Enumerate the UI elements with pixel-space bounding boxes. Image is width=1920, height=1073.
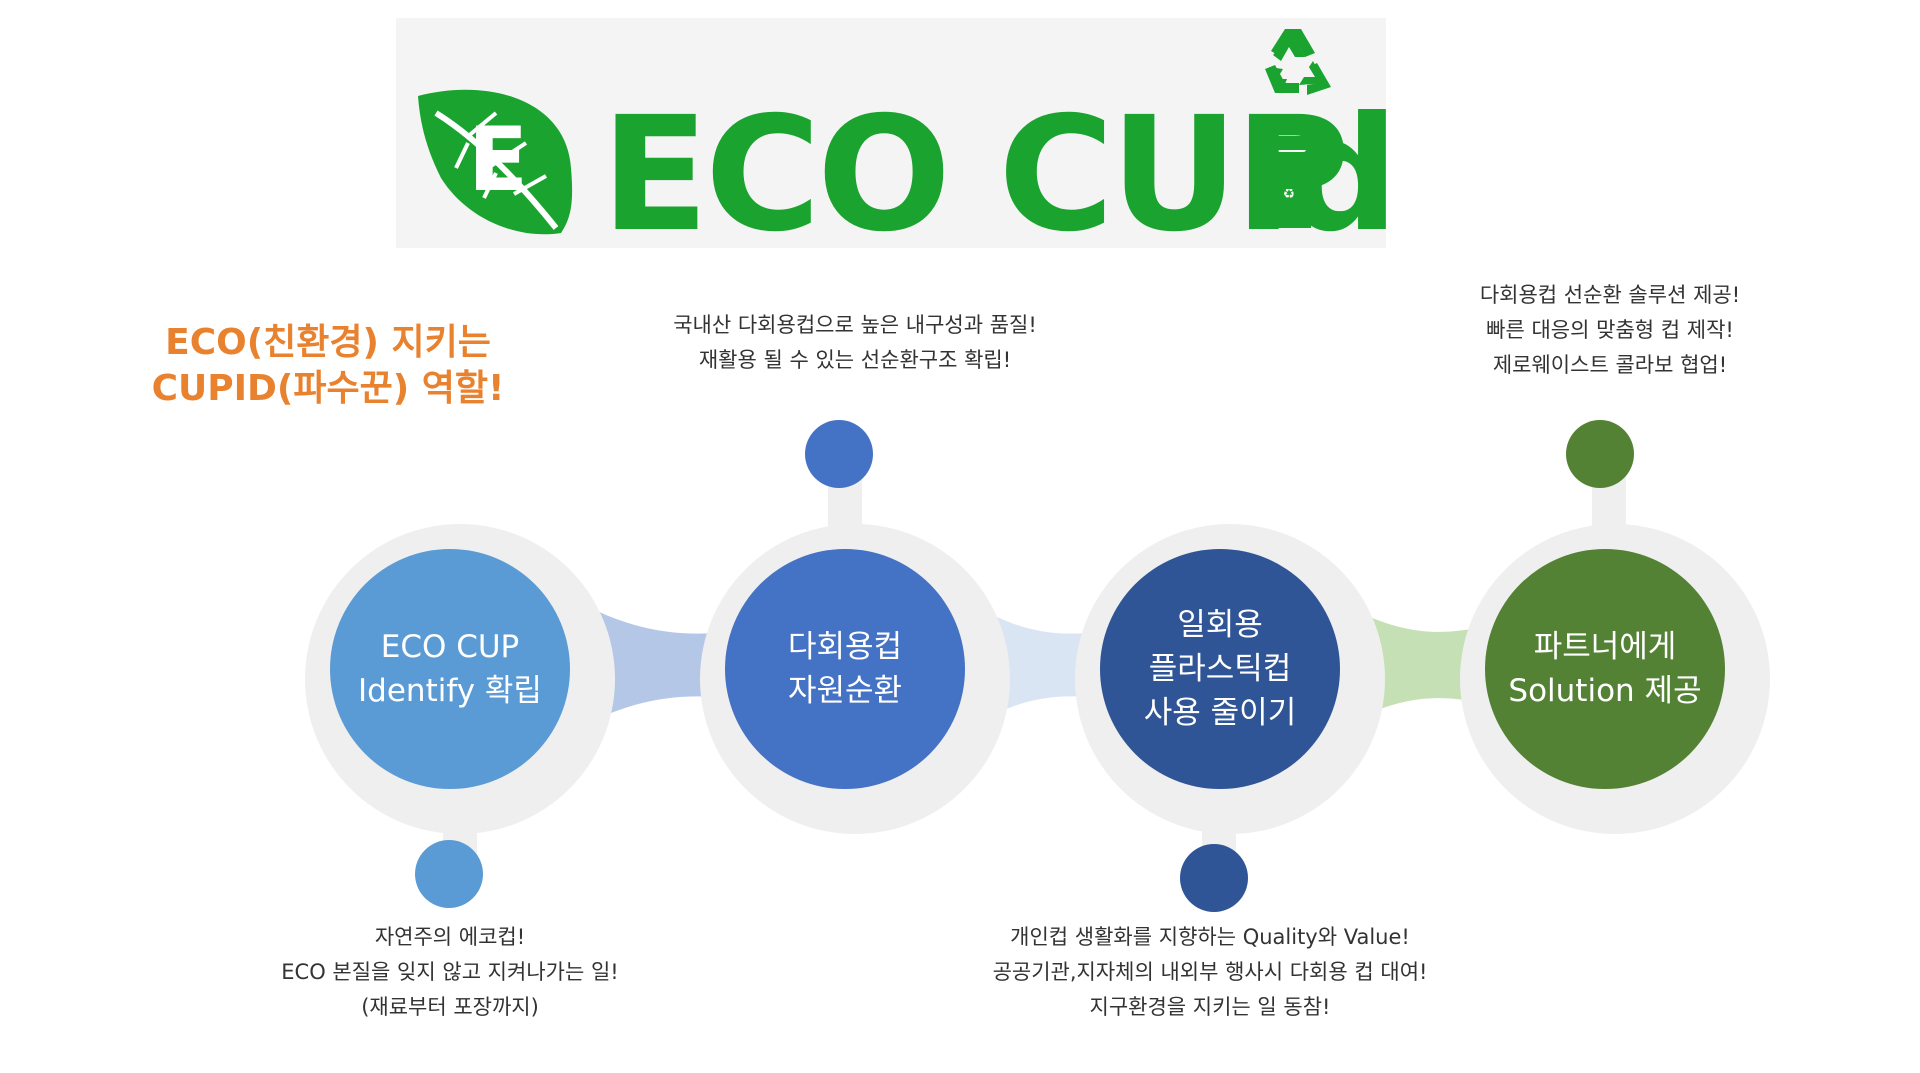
step-1-title-line-2: Identify 확립 [358,673,542,709]
step-4-desc-line-1: 다회용컵 선순환 솔루션 제공! [1479,283,1741,307]
step-3-dot [1180,844,1248,912]
step-4-description: 다회용컵 선순환 솔루션 제공! 빠른 대응의 맞춤형 컵 제작! 제로웨이스트… [1400,278,1820,383]
step-3-circle: 일회용 플라스틱컵 사용 줄이기 [1100,549,1340,789]
step-2-title-line-2: 자원순환 [787,673,903,709]
step-1-description: 자연주의 에코컵! ECO 본질을 잊지 않고 지켜나가는 일! (재료부터 포… [210,920,690,1025]
slogan-line-2: CUPID(파수꾼) 역할! [151,368,505,409]
step-3-description: 개인컵 생활화를 지향하는 Quality와 Value! 공공기관,지자체의 … [940,920,1480,1025]
svg-text:♻: ♻ [1283,186,1296,202]
step-4-desc-line-3: 제로웨이스트 콜라보 협업! [1492,353,1728,377]
logo-graphics: ♻ [418,29,1331,235]
step-2-circle: 다회용컵 자원순환 [725,549,965,789]
step-3-title-line-1: 일회용 [1177,607,1263,643]
brand-name-tail: d [1286,83,1400,267]
step-3-desc-line-1: 개인컵 생활화를 지향하는 Quality와 Value! [1010,925,1410,949]
step-1-desc-line-1: 자연주의 에코컵! [374,925,526,949]
step-4-title-line-1: 파트너에게 [1533,629,1677,665]
step-2-description: 국내산 다회용컵으로 높은 내구성과 품질! 재활용 될 수 있는 선순환구조 … [595,308,1115,378]
step-4-desc-line-2: 빠른 대응의 맞춤형 컵 제작! [1486,318,1734,342]
step-4-circle: 파트너에게 Solution 제공 [1485,549,1725,789]
recycle-icon [1261,29,1331,95]
step-2-title-line-1: 다회용컵 [787,629,903,665]
step-3-title-line-3: 사용 줄이기 [1143,695,1297,731]
step-1-circle: ECO CUP Identify 확립 [330,549,570,789]
step-1-desc-line-3: (재료부터 포장까지) [361,995,539,1019]
logo-banner: ♻ E ECO CUP d [396,18,1399,254]
step-2-desc-line-1: 국내산 다회용컵으로 높은 내구성과 품질! [673,313,1037,337]
cup-icon: ♻ [1256,136,1322,228]
step-2-dot [805,420,873,488]
slogan-line-1: ECO(친환경) 지키는 [165,322,491,363]
step-3-title-line-2: 플라스틱컵 [1148,651,1292,687]
step-1-desc-line-2: ECO 본질을 잊지 않고 지켜나가는 일! [281,960,619,984]
step-4-title-line-2: Solution 제공 [1508,673,1702,709]
leaf-icon [418,89,573,235]
step-4-dot [1566,420,1634,488]
brand-name: ECO CUP [601,83,1350,267]
step-1-title-line-1: ECO CUP [380,629,520,665]
step-1-dot [415,840,483,908]
leaf-letter: E [468,108,529,211]
step-2-desc-line-2: 재활용 될 수 있는 선순환구조 확립! [698,348,1012,372]
step-3-desc-line-3: 지구환경을 지키는 일 동참! [1089,995,1331,1019]
step-3-desc-line-2: 공공기관,지자체의 내외부 행사시 다회용 컵 대여! [992,960,1428,984]
